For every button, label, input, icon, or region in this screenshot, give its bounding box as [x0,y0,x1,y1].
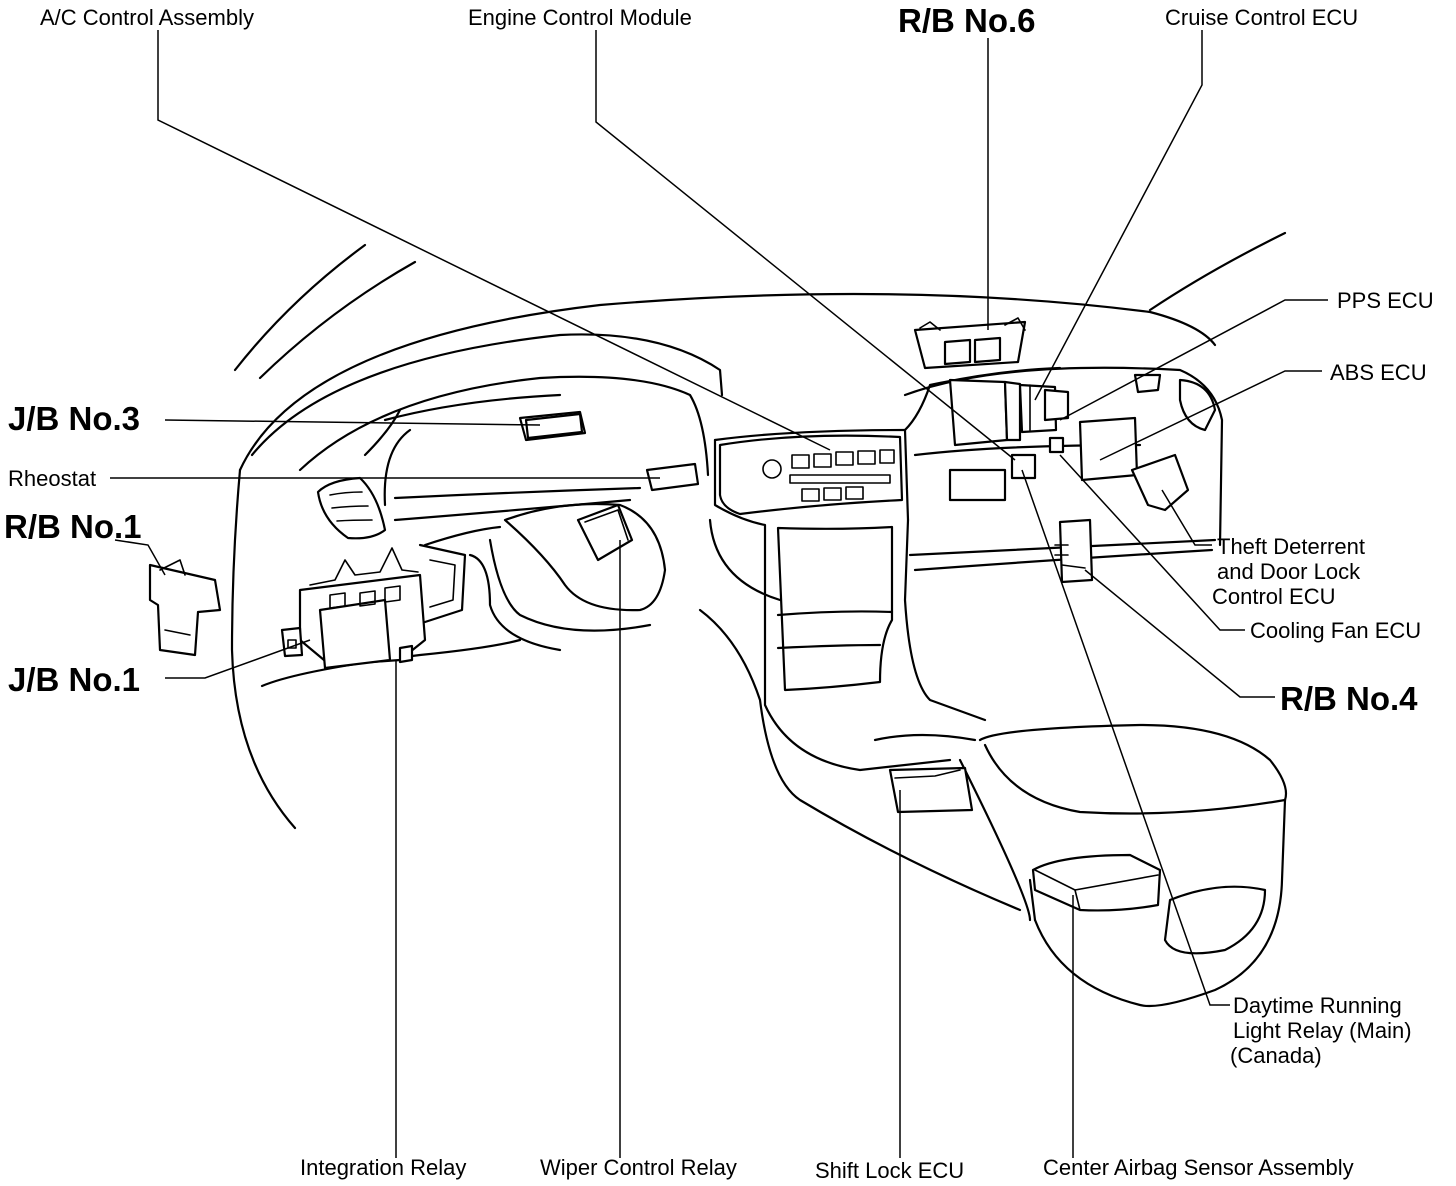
theft-deterrent-ecu-box [1130,453,1190,512]
label-abs-ecu: ABS ECU [1330,360,1427,385]
label-center-airbag-sensor-assembly: Center Airbag Sensor Assembly [1043,1155,1354,1180]
label-cruise-control-ecu: Cruise Control ECU [1165,5,1358,30]
label-jb-no3: J/B No.3 [8,400,140,437]
integration-relay-box [398,644,414,664]
rheostat-box [645,462,700,492]
label-daytime-running-line1: Daytime Running [1233,993,1402,1018]
rb-no6-box [913,317,1027,370]
pps-ecu-box [1043,388,1070,422]
label-rb-no4: R/B No.4 [1280,680,1418,717]
rb-no1-box [148,559,222,657]
label-shift-lock-ecu: Shift Lock ECU [815,1158,964,1183]
wiper-relay-box [576,503,634,562]
center-airbag-sensor-box [1031,853,1162,912]
label-theft-deterrent-line3: Control ECU [1212,584,1335,609]
label-rb-no1: R/B No.1 [4,508,142,545]
label-engine-control-module: Engine Control Module [468,5,692,30]
label-ac-control-assembly: A/C Control Assembly [40,5,254,30]
label-theft-deterrent-line2: and Door Lock [1217,559,1361,584]
label-rheostat: Rheostat [8,466,96,491]
label-integration-relay: Integration Relay [300,1155,466,1180]
cooling-fan-ecu-box [1048,436,1065,454]
jb-no1-box [280,547,427,670]
daytime-running-relay-box [1010,453,1037,480]
label-rb-no6: R/B No.6 [898,2,1036,39]
label-daytime-running-line2: Light Relay (Main) [1233,1018,1412,1043]
label-cooling-fan-ecu: Cooling Fan ECU [1250,618,1421,643]
label-jb-no1: J/B No.1 [8,661,140,698]
abs-ecu-box [1078,416,1139,482]
leader-lines [110,30,1328,1158]
engine-control-module-box [948,378,1022,447]
label-pps-ecu: PPS ECU [1337,288,1434,313]
dashboard-illustration [230,231,1288,1008]
callout-labels: A/C Control Assembly Engine Control Modu… [4,2,1434,1183]
label-theft-deterrent-line1: Theft Deterrent [1217,534,1365,559]
label-wiper-control-relay: Wiper Control Relay [540,1155,737,1180]
label-daytime-running-line3: (Canada) [1230,1043,1322,1068]
shift-lock-ecu-box [888,766,974,814]
jb-no3-box [518,410,587,442]
rb-no4-box [1054,518,1094,584]
